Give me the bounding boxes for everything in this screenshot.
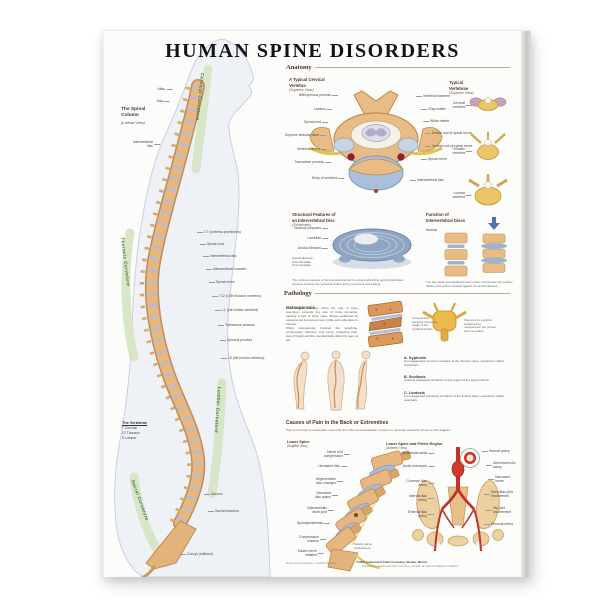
lower-spine-illustration	[325, 450, 411, 572]
lower-spine-header: Lower Spine (Sagittal View)	[287, 439, 310, 449]
osteoporosis-header: Osteoporosis	[286, 304, 316, 310]
spinal-column-label: The Spinal Column (Lateral View)	[121, 101, 145, 127]
causes-header: Causes of Pain in the Back or Extremitie…	[286, 420, 389, 426]
poster-title: HUMAN SPINE DISORDERS	[165, 40, 460, 62]
disorder-kyphosis: A. Kyphosis An exaggerated (convex) curv…	[404, 356, 504, 367]
disc-function-caption: The disc bears and distributes load; und…	[426, 280, 513, 288]
pelvis-header: Lower Spine and Pelvis Region (Anterior …	[386, 441, 443, 451]
legend-item: 12 Thoracic	[122, 431, 140, 436]
vertebrae-legend: The Vertebrae 7 Cervical 12 Thoracic 5 L…	[122, 421, 147, 441]
osteoporosis-illustrations	[367, 300, 467, 348]
pathology-header-text: Pathology	[284, 289, 312, 297]
lower-spine-bottom-label: Sciatic nerve involvement	[354, 542, 372, 550]
osteoporosis-paragraph-2: When osteoporosis involves the vertebrae…	[286, 326, 358, 342]
osteoporosis-paragraph-1: Osteoporosis develops when the rate of b…	[286, 306, 358, 326]
disc-schematic-illustration	[332, 228, 412, 269]
cervical-vertebra-header: A Typical Cervical Vertebra (Superior Vi…	[289, 77, 325, 92]
credits-text: anatomical consultant · medical illustra…	[286, 561, 338, 565]
spinal-column-label-text: The Spinal Column	[121, 107, 146, 119]
osteoporosis-caption-1: Compression fractures reduce the height …	[412, 316, 438, 331]
pelvis-illustration	[412, 447, 504, 552]
section-anatomy-header: Anatomy	[286, 63, 510, 71]
legend-item: 7 Cervical	[122, 426, 138, 431]
disc-function-header: Function of Intervertebral Discs	[426, 212, 466, 223]
anatomy-poster: HUMAN SPINE DISORDERS The Spinal Column …	[103, 30, 531, 577]
disorder-scoliosis: B. Scoliosis A lateral (sideways) curvat…	[404, 375, 490, 382]
poster-artwork	[114, 38, 508, 577]
disorder-lordosis: C. Lordosis An exaggerated (concave) cur…	[404, 391, 504, 402]
causes-subtitle: Pain in the back or extremities may aris…	[286, 428, 452, 432]
legend-item: 5 Lumbar	[122, 435, 137, 440]
anatomy-header-text: Anatomy	[286, 63, 312, 71]
legend-title: The Vertebrae	[122, 421, 148, 425]
spinal-column-label-view: (Lateral View)	[121, 119, 145, 125]
poster-content: HUMAN SPINE DISORDERS The Spinal Column …	[104, 31, 521, 577]
typical-vertebrae-header: Typical Vertebrae (Superior View)	[449, 80, 474, 95]
normal-label: Normal	[426, 228, 437, 232]
disc-function-illustration	[444, 217, 507, 277]
section-pathology-header: Pathology	[284, 289, 510, 297]
typical-vertebrae-illustration	[468, 97, 508, 206]
osteoporosis-caption-2: Fracture of a vertebra weakened by osteo…	[464, 318, 496, 333]
poster-mounted-edge	[521, 31, 531, 577]
disc-mini-legend: Anulus fibrosus: outer lamellae inner la…	[292, 256, 314, 268]
disc-structure-header: Structural Features of an Intervertebral…	[292, 212, 336, 227]
posture-figures	[293, 350, 371, 411]
spinal-column-illustration	[139, 79, 206, 577]
body-silhouette	[114, 38, 271, 577]
copyright-text: ©2002 Anatomical Chart Company, Skokie, …	[356, 560, 428, 564]
cervical-vertebra-illustration	[309, 90, 443, 193]
disc-caption: The nucleus pulposus of the intervertebr…	[292, 278, 404, 286]
publisher-text: Published by Anatomical Chart Company, a…	[362, 565, 458, 568]
